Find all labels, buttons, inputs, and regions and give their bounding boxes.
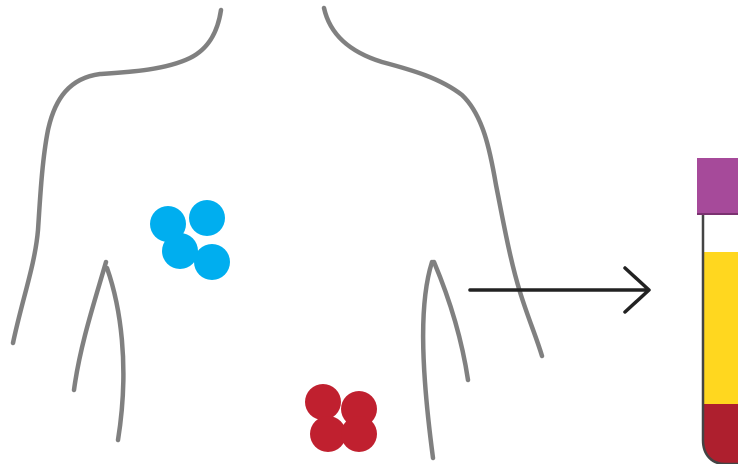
arrow-right-icon — [470, 268, 649, 312]
red-cell-cluster — [305, 384, 377, 452]
blue-cell — [189, 200, 225, 236]
blood-collection-tube-icon — [697, 158, 738, 464]
red-cell — [305, 384, 341, 420]
blue-cell — [162, 233, 198, 269]
red-cell — [310, 416, 346, 452]
torso-outline-icon — [13, 8, 542, 458]
tube-air-space — [700, 214, 738, 252]
torso-neck-left — [13, 10, 221, 343]
blue-cell — [194, 244, 230, 280]
tube-plasma-layer — [700, 252, 738, 404]
torso-neck-right — [324, 8, 542, 356]
torso-side-left — [107, 268, 123, 440]
torso-arm-left — [74, 262, 106, 390]
tube-cap — [697, 158, 738, 214]
torso-side-right — [423, 262, 433, 458]
red-cell — [341, 416, 377, 452]
blue-cell-cluster — [150, 200, 230, 280]
torso-arm-right — [434, 262, 468, 380]
